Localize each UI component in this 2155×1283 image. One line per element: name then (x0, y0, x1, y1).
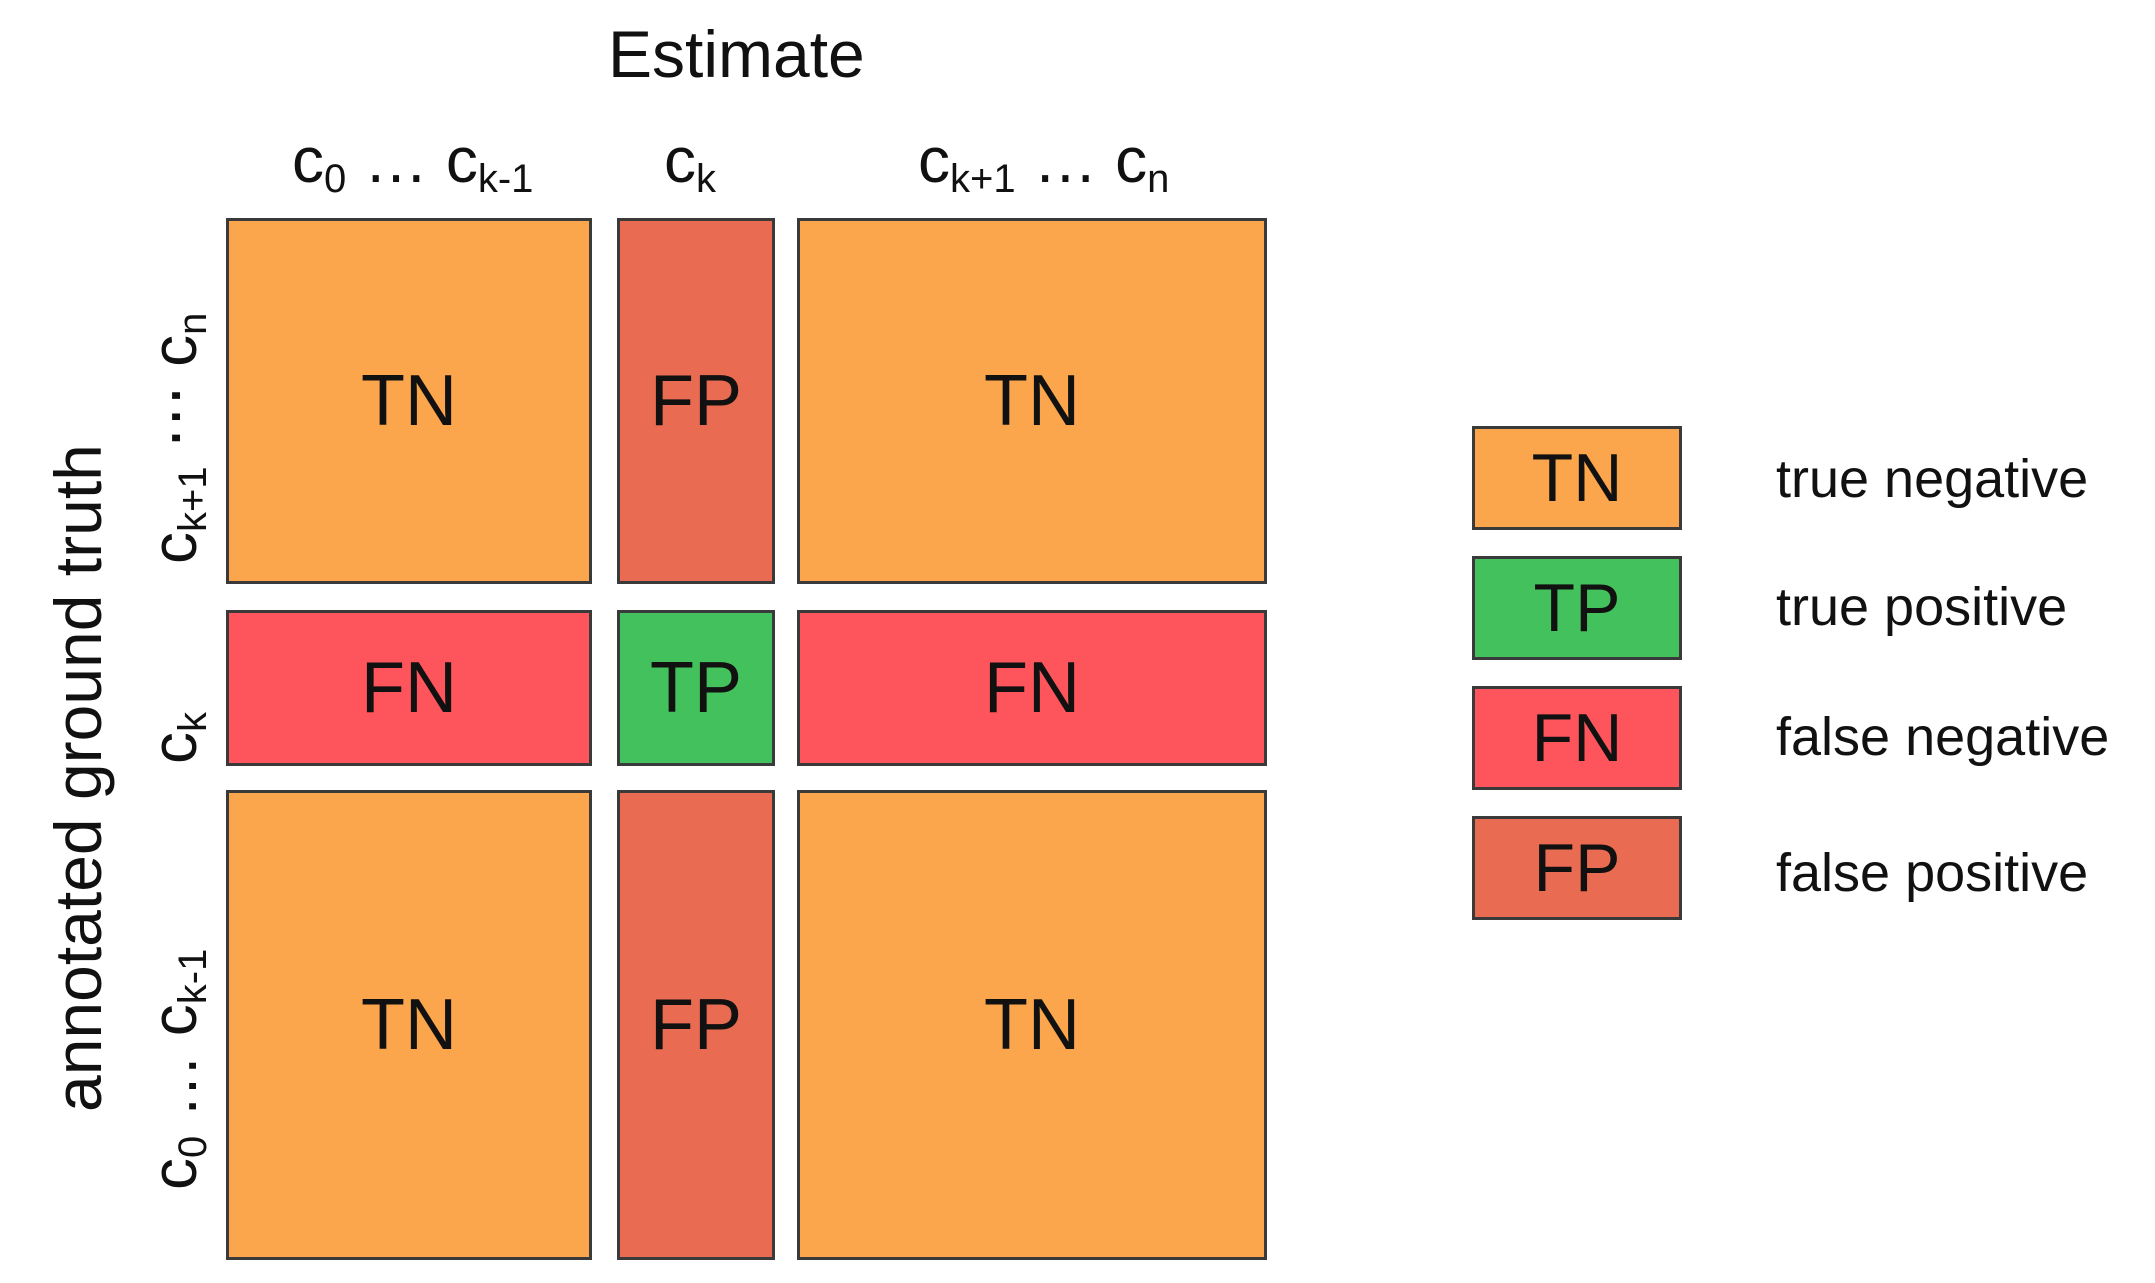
column-label-ck+1-cn: ck+1 … cn (918, 124, 1170, 201)
cell-tn-top-right: TN (797, 218, 1267, 584)
cell-fn-middle-right: FN (797, 610, 1267, 766)
row-label-ck+1-cn: ck+1 ⋯ cn (138, 312, 215, 564)
row-label-c0-ck-1: c0 … ck-1 (138, 948, 215, 1190)
cell-tn-bottom-right: TN (797, 790, 1267, 1260)
cell-fp-top-middle: FP (617, 218, 775, 584)
legend-swatch-fn: FN (1472, 686, 1682, 790)
legend-label-true-positive: true positive (1776, 577, 2068, 637)
y-axis-title: annotated ground truth (41, 444, 115, 1112)
legend-swatch-fp: FP (1472, 816, 1682, 920)
cell-fn-middle-left: FN (226, 610, 592, 766)
cell-tp-center: TP (617, 610, 775, 766)
column-label-ck: ck (664, 124, 716, 201)
legend-label-false-negative: false negative (1776, 707, 2110, 767)
column-label-c0-ck-1: c0 … ck-1 (292, 124, 534, 201)
legend-label-true-negative: true negative (1776, 449, 2089, 509)
legend-swatch-tn: TN (1472, 426, 1682, 530)
cell-tn-top-left: TN (226, 218, 592, 584)
cell-tn-bottom-left: TN (226, 790, 592, 1260)
row-label-ck: ck (138, 712, 215, 764)
x-axis-title: Estimate (608, 17, 865, 91)
legend-label-false-positive: false positive (1776, 843, 2089, 903)
cell-fp-bottom-middle: FP (617, 790, 775, 1260)
legend-swatch-tp: TP (1472, 556, 1682, 660)
